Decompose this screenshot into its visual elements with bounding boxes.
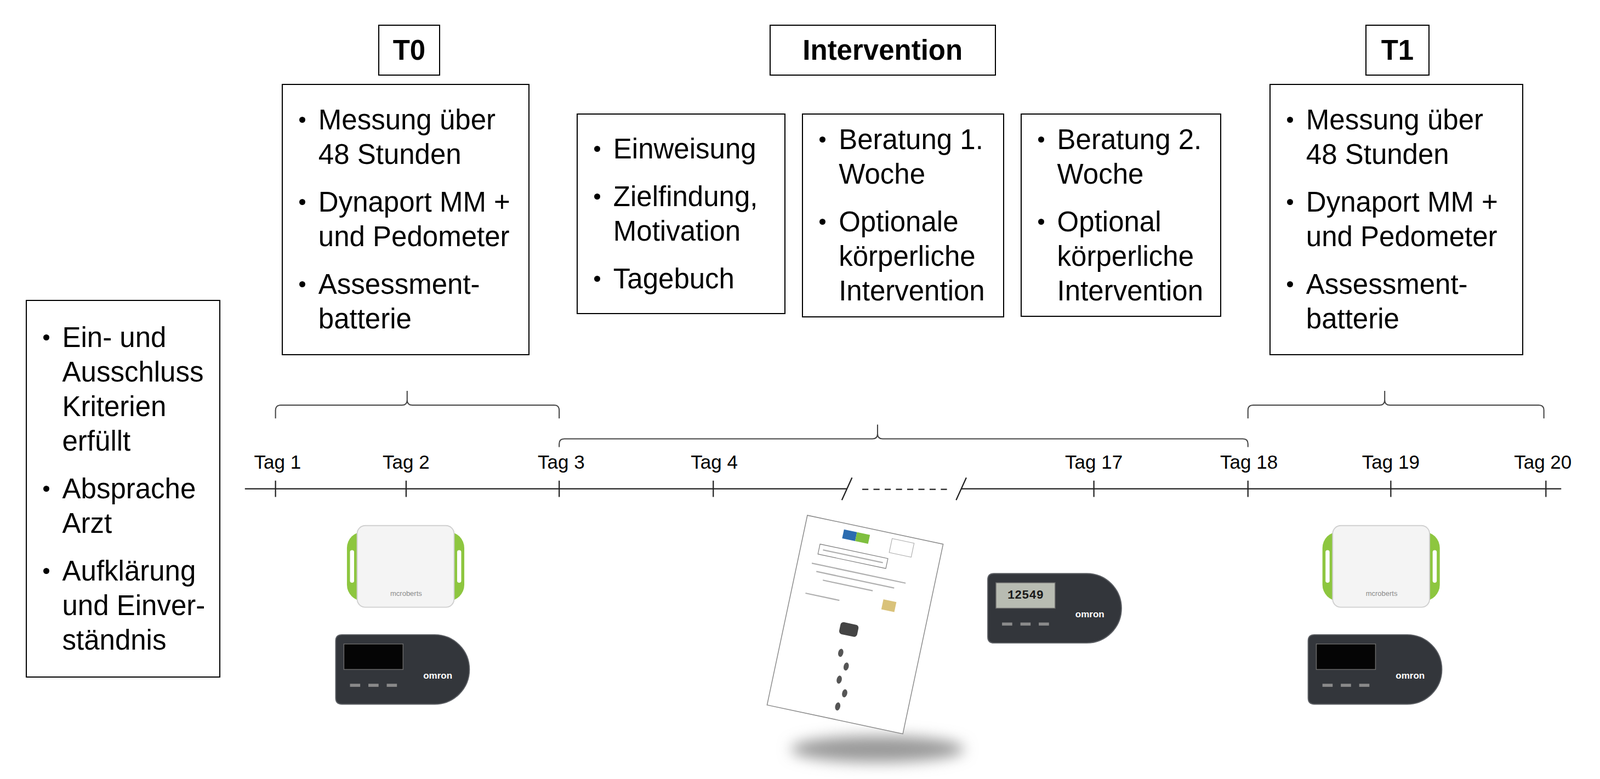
bullet-dot [43,334,50,341]
text-row: Beratung 1. Woche [819,122,995,192]
bullet-text: Optionale körperliche Intervention [838,204,995,309]
text-row: Messung über 48 Stunden [299,102,520,172]
phase-label-box: Intervention [769,24,996,76]
content-box: Ein- und Ausschluss Kriterien erfülltAbs… [25,299,221,678]
content-box: Beratung 2. WocheOptional körperliche In… [1020,113,1222,317]
text-row: Optionale körperliche Intervention [819,204,995,309]
bullet-text: Aufklärung und Einver- ständnis [62,553,212,658]
bullet-text: Einweisung [613,131,777,167]
bullet-dot [1287,198,1294,206]
day-label: Tag 4 [690,451,738,474]
bullet-text: Zielfindung, Motivation [613,179,777,249]
phase-label-box: T0 [378,24,441,76]
timeline [245,477,1562,500]
bullet-dot [819,218,826,225]
bullet-text: Tagebuch [613,261,777,296]
text-row: Aufklärung und Einver- ständnis [43,553,212,658]
day-label: Tag 20 [1513,451,1572,474]
device-print: mcroberts [1365,589,1398,599]
bullet-dot [1287,281,1294,288]
bullet-dot [1287,116,1294,123]
text-row: Assessment- batterie [299,266,520,337]
bullet-dot [1038,218,1045,225]
text-row: Ein- und Ausschluss Kriterien erfüllt [43,320,212,459]
phase-label-box: T1 [1365,24,1430,76]
bullet-text: Beratung 1. Woche [838,122,995,192]
pedometer [987,573,1122,643]
bullet-text: Beratung 2. Woche [1057,122,1212,192]
text-row: Assessment- batterie [1287,266,1514,337]
paper-shadow [790,735,965,762]
bullet-text: Optional körperliche Intervention [1057,204,1212,309]
device-print: omron [423,670,453,682]
text-row: Einweisung [594,131,777,167]
bullet-dot [819,136,826,143]
bullet-text: Dynaport MM + und Pedometer [318,184,520,254]
bullet-text: Absprache Arzt [62,471,212,541]
bullet-dot [1038,136,1045,143]
pedometer [1308,634,1443,705]
bullet-text: Messung über 48 Stunden [1306,102,1514,172]
bullet-dot [299,198,306,206]
bullet-text: Dynaport MM + und Pedometer [1306,184,1514,254]
bullet-dot [594,193,601,200]
day-label: Tag 19 [1362,451,1420,474]
device-print: omron [1075,608,1105,620]
diary-sheet [766,515,943,734]
bullet-dot [299,116,306,123]
bullet-dot [594,145,601,152]
text-row: Beratung 2. Woche [1038,122,1212,192]
day-label: Tag 3 [537,451,585,474]
text-row: T1 [1381,32,1415,68]
device-print: 12549 [1007,588,1044,603]
text-row: T0 [393,32,426,68]
day-label: Tag 17 [1065,451,1123,474]
day-label: Tag 18 [1220,451,1278,474]
day-label: Tag 1 [254,451,302,474]
device-print: omron [1395,670,1425,682]
bullet-dot [594,275,601,282]
device-print: mcroberts [390,589,423,599]
phase-title: T0 [393,32,426,68]
phase-title: Intervention [802,32,963,68]
content-box: Messung über 48 StundenDynaport MM + und… [1269,83,1524,356]
bullet-dot [43,485,50,492]
bullet-text: Assessment- batterie [318,266,520,337]
text-row: Zielfindung, Motivation [594,179,777,249]
day-label: Tag 2 [382,451,430,474]
content-box: Messung über 48 StundenDynaport MM + und… [281,83,530,356]
bullet-text: Messung über 48 Stunden [318,102,520,172]
text-row: Messung über 48 Stunden [1287,102,1514,172]
bullet-dot [43,567,50,574]
dynaport-sensor [346,525,465,608]
text-row: Intervention [802,32,963,68]
content-box: Beratung 1. WocheOptionale körperliche I… [801,113,1005,318]
phase-title: T1 [1381,32,1415,68]
text-row: Dynaport MM + und Pedometer [299,184,520,254]
pedometer [335,634,470,705]
text-row: Absprache Arzt [43,471,212,541]
text-row: Optional körperliche Intervention [1038,204,1212,309]
phase-bracket [275,390,1545,447]
text-row: Dynaport MM + und Pedometer [1287,184,1514,254]
text-row: Tagebuch [594,261,777,296]
bullet-dot [299,281,306,288]
dynaport-sensor [1322,525,1440,608]
content-box: EinweisungZielfindung, MotivationTagebuc… [576,113,787,315]
bullet-text: Assessment- batterie [1306,266,1514,337]
bullet-text: Ein- und Ausschluss Kriterien erfüllt [62,320,212,459]
